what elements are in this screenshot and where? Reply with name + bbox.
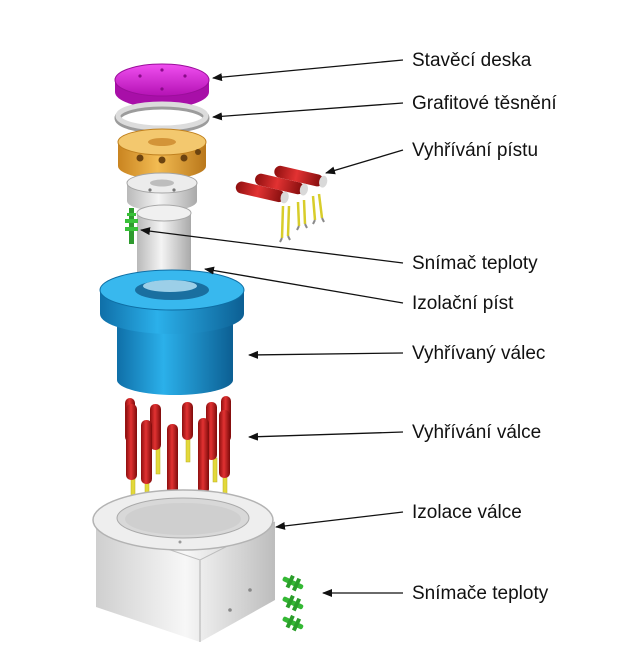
label-cylinder-heating: Vyhřívání válce [412,422,542,443]
temperature-sensor-part [125,208,138,244]
cylinder-heaters-part [125,396,231,518]
label-heated-cylinder: Vyhřívaný válec [412,343,546,364]
graphite-seal-part [114,101,210,134]
label-insulation-piston: Izolační píst [412,293,514,314]
label-temp-sensors: Snímače teploty [412,583,549,604]
cylinder-insulation-part [92,489,276,642]
piston-heaters-part [235,165,328,243]
temperature-sensors-part [282,574,304,632]
heated-cylinder-part [99,269,245,395]
cylinder-insulation-arrow [275,511,404,530]
graphite-seal-arrow [212,102,404,121]
piston-heating-arrow [325,149,404,175]
label-build-plate: Stavěcí deska [412,50,532,71]
insulation-piston-arrow [204,266,404,304]
build-plate-arrow [212,59,404,82]
label-graphite-seal: Grafitové těsnění [412,93,557,114]
cylinder-heating-arrow [248,431,404,441]
build-plate-part [114,63,210,108]
heated-cylinder-arrow [248,350,404,359]
label-cylinder-insulation: Izolace válce [412,502,522,523]
piston-head-part [117,128,207,179]
label-temp-sensor: Snímač teploty [412,253,538,274]
label-piston-heating: Vyhřívání pístu [412,140,539,161]
piston-flange-part [126,172,198,211]
temp-sensor-arrow [140,227,404,264]
